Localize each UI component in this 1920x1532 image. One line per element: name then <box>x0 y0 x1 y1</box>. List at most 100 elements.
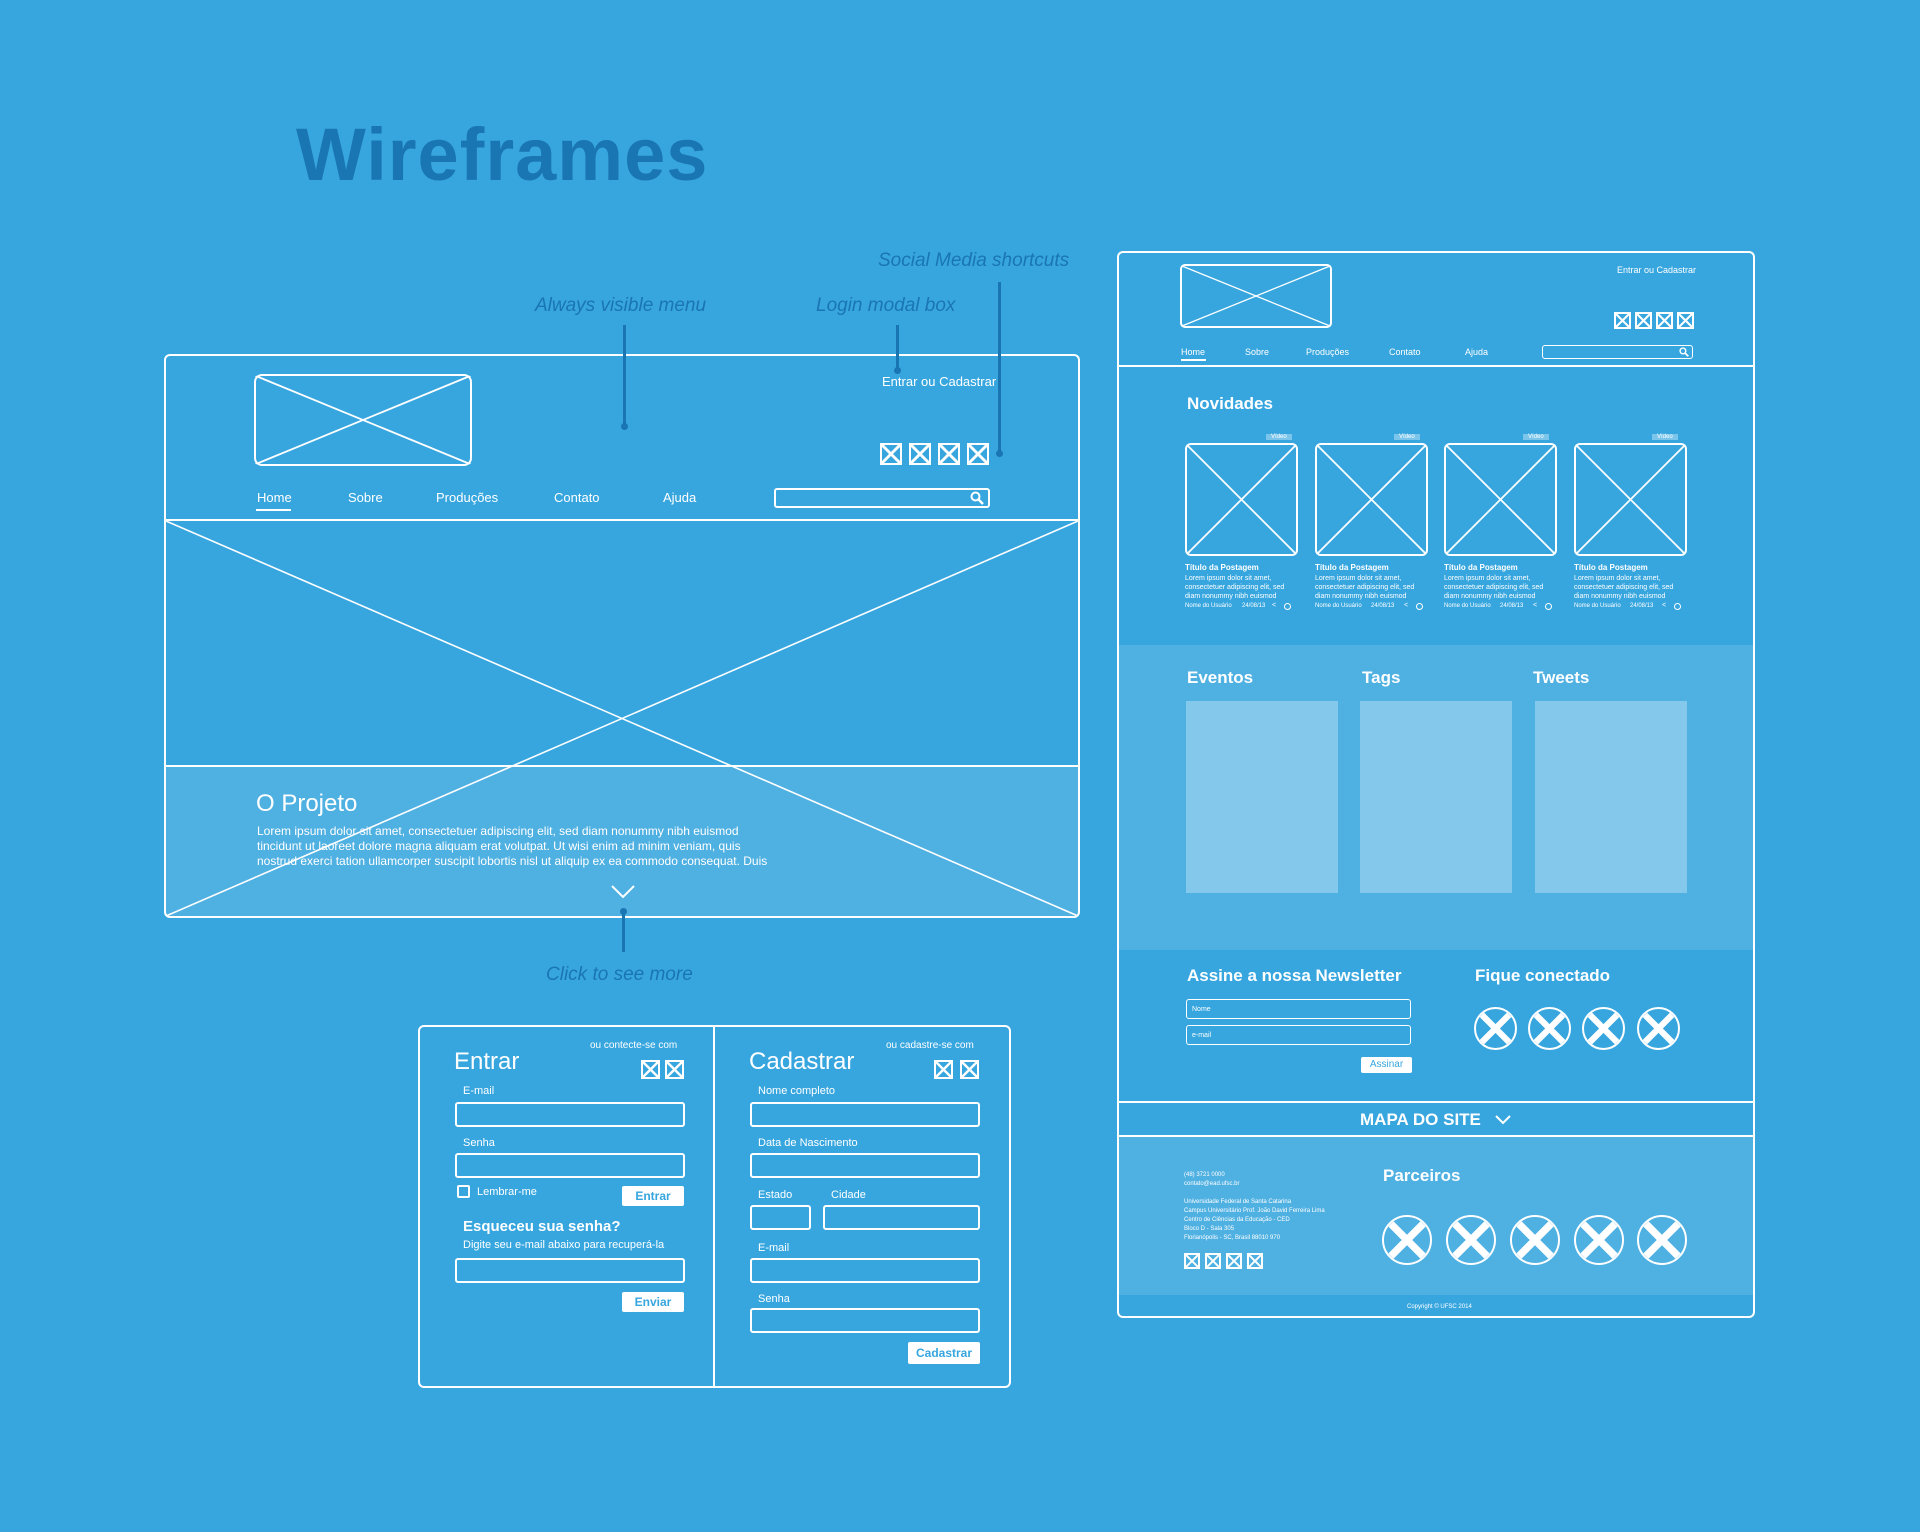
widgets-band <box>1119 645 1753 950</box>
comment-icon[interactable] <box>1284 603 1291 610</box>
remember-checkbox[interactable] <box>457 1185 470 1198</box>
send-button[interactable]: Enviar <box>622 1292 684 1312</box>
register-city-field[interactable] <box>823 1205 980 1230</box>
footer-contact-line: Campus Universitário Prof. João David Fe… <box>1184 1208 1325 1214</box>
search-input[interactable] <box>774 488 990 508</box>
register-city-label: Cidade <box>831 1189 866 1201</box>
sitemap-toggle[interactable]: MAPA DO SITE <box>1360 1110 1481 1129</box>
social-icon[interactable] <box>960 1060 979 1079</box>
register-social-label: ou cadastre-se com <box>886 1040 974 1051</box>
register-birth-label: Data de Nascimento <box>758 1137 858 1149</box>
social-icon[interactable] <box>1656 312 1673 329</box>
news-title: Novidades <box>1187 394 1273 413</box>
sitemap-divider-top <box>1117 1101 1755 1103</box>
forgot-email-field[interactable] <box>455 1258 685 1283</box>
social-icon[interactable] <box>967 443 989 465</box>
social-icon[interactable] <box>880 443 902 465</box>
annotation-menu: Always visible menu <box>535 295 707 316</box>
nav-home[interactable]: Home <box>257 490 292 505</box>
share-icon[interactable]: < <box>1533 602 1538 609</box>
social-icon[interactable] <box>1226 1253 1242 1269</box>
nav-sobre[interactable]: Sobre <box>1245 347 1270 357</box>
comment-icon[interactable] <box>1416 603 1423 610</box>
login-submit-button[interactable]: Entrar <box>622 1186 684 1206</box>
register-email-field[interactable] <box>750 1258 980 1283</box>
nav-home[interactable]: Home <box>1181 347 1206 357</box>
logo-placeholder <box>254 374 472 466</box>
share-icon[interactable]: < <box>1662 602 1667 609</box>
social-icon[interactable] <box>1614 312 1631 329</box>
search-icon[interactable] <box>1679 347 1689 357</box>
social-icon[interactable] <box>1247 1253 1263 1269</box>
nav-ajuda[interactable]: Ajuda <box>663 490 697 505</box>
register-name-field[interactable] <box>750 1102 980 1127</box>
footer-contact-line: Bloco D - Sala 305 <box>1184 1226 1235 1232</box>
register-submit-button[interactable]: Cadastrar <box>908 1342 980 1364</box>
social-circle-icon[interactable] <box>1637 1007 1680 1050</box>
partner-logo-placeholder <box>1574 1215 1624 1265</box>
news-card-text: Lorem ipsum dolor sit amet, <box>1574 575 1661 582</box>
header-divider <box>1117 365 1755 367</box>
chevron-down-icon[interactable] <box>610 884 636 900</box>
share-icon[interactable]: < <box>1404 602 1409 609</box>
widget-title-tags: Tags <box>1362 668 1401 687</box>
register-state-field[interactable] <box>750 1205 811 1230</box>
register-birth-field[interactable] <box>750 1153 980 1178</box>
news-card-image <box>1574 443 1687 556</box>
news-card-date: 24/08/13 <box>1630 603 1654 609</box>
page-title: Wireframes <box>296 113 709 196</box>
news-card-text: Lorem ipsum dolor sit amet, <box>1444 575 1531 582</box>
search-input[interactable] <box>1542 345 1693 359</box>
news-card-text: diam nonummy nibh euismod <box>1444 593 1536 600</box>
partner-logo-placeholder <box>1446 1215 1496 1265</box>
login-link[interactable]: Entrar ou Cadastrar <box>882 374 997 389</box>
hero-image-placeholder <box>166 521 1078 916</box>
login-social-label: ou contecte-se com <box>590 1040 678 1051</box>
social-icon[interactable] <box>641 1060 660 1079</box>
hero-caption-divider <box>164 765 1080 767</box>
newsletter-email-field[interactable] <box>1186 1025 1411 1045</box>
partner-logo-placeholder <box>1510 1215 1560 1265</box>
nav-ajuda[interactable]: Ajuda <box>1465 347 1489 357</box>
social-icon[interactable] <box>1677 312 1694 329</box>
newsletter-name-field[interactable] <box>1186 999 1411 1019</box>
social-circle-icon[interactable] <box>1582 1007 1625 1050</box>
login-link[interactable]: Entrar ou Cadastrar <box>1617 265 1697 275</box>
share-icon[interactable]: < <box>1272 602 1277 609</box>
news-card-text: diam nonummy nibh euismod <box>1185 593 1277 600</box>
comment-icon[interactable] <box>1674 603 1681 610</box>
register-password-field[interactable] <box>750 1308 980 1333</box>
nav-contato[interactable]: Contato <box>554 490 600 505</box>
nav-contato[interactable]: Contato <box>1389 347 1421 357</box>
social-icon[interactable] <box>1205 1253 1221 1269</box>
widget-tags <box>1360 701 1512 893</box>
newsletter-submit-button[interactable]: Assinar <box>1361 1057 1412 1073</box>
social-circle-icon[interactable] <box>1528 1007 1571 1050</box>
widget-tweets <box>1535 701 1687 893</box>
widget-title-tweets: Tweets <box>1533 668 1590 687</box>
social-icon[interactable] <box>909 443 931 465</box>
news-card-date: 24/08/13 <box>1500 603 1524 609</box>
search-icon[interactable] <box>970 491 984 505</box>
comment-icon[interactable] <box>1545 603 1552 610</box>
nav-producoes[interactable]: Produções <box>436 490 499 505</box>
social-icon[interactable] <box>665 1060 684 1079</box>
news-card-text: consectetuer adipiscing elit, sed <box>1185 584 1285 591</box>
social-icon[interactable] <box>934 1060 953 1079</box>
login-password-field[interactable] <box>455 1153 685 1178</box>
annotation-pin <box>896 325 899 369</box>
full-page-wireframe <box>1117 251 1755 1318</box>
news-card-image <box>1315 443 1428 556</box>
social-circle-icon[interactable] <box>1474 1007 1517 1050</box>
news-card-image <box>1185 443 1298 556</box>
login-email-field[interactable] <box>455 1102 685 1127</box>
social-icon[interactable] <box>1635 312 1652 329</box>
nav-producoes[interactable]: Produções <box>1306 347 1350 357</box>
footer-band <box>1119 1137 1753 1295</box>
hero-text-line: tincidunt ut laoreet dolore magna aliqua… <box>257 839 741 853</box>
footer-contact-line: (48) 3721 0000 <box>1184 1172 1225 1178</box>
social-icon[interactable] <box>938 443 960 465</box>
chevron-down-icon[interactable] <box>1494 1114 1512 1126</box>
social-icon[interactable] <box>1184 1253 1200 1269</box>
nav-sobre[interactable]: Sobre <box>348 490 383 505</box>
